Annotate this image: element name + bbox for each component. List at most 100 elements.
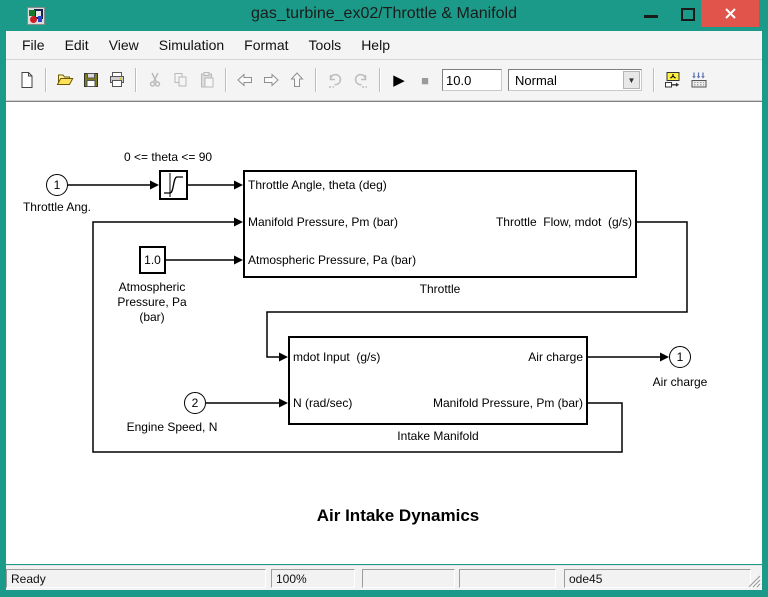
copy-icon	[174, 73, 187, 87]
stop-icon: ■	[421, 72, 429, 88]
inport-engine-speed[interactable]: 2	[184, 392, 206, 414]
saturation-block[interactable]	[159, 170, 188, 200]
library-browser-button[interactable]	[660, 67, 686, 93]
close-icon	[724, 8, 736, 19]
open-folder-icon	[56, 74, 74, 85]
paste-button	[194, 67, 220, 93]
menu-tools[interactable]: Tools	[308, 37, 342, 53]
throttle-subsystem-block[interactable]	[243, 170, 637, 278]
toolbar-separator	[135, 68, 137, 92]
cut-button	[142, 67, 168, 93]
signal-wires	[68, 180, 688, 453]
constant-value: 1.0	[144, 253, 161, 267]
statusbar-empty-panel-1	[362, 569, 455, 588]
inport-throttle-angle-label: Throttle Ang.	[22, 200, 92, 214]
simulink-icon-green-shape	[29, 10, 35, 16]
menu-format[interactable]: Format	[244, 37, 289, 53]
arrowhead	[150, 180, 159, 190]
saturation-curve-icon	[164, 173, 183, 197]
window-title: gas_turbine_ex02/Throttle & Manifold	[251, 5, 517, 22]
simulink-icon-red-shape	[30, 16, 37, 23]
print-button[interactable]	[104, 67, 130, 93]
maximize-icon	[681, 8, 695, 21]
minimize-button[interactable]	[638, 0, 664, 27]
status-message: Ready	[11, 572, 46, 586]
saturation-block-label: 0 <= theta <= 90	[123, 150, 213, 164]
arrowhead	[234, 180, 243, 190]
stop-simulation-button: ■	[412, 67, 438, 93]
new-document-icon	[21, 72, 33, 88]
intake-outport2-label: Manifold Pressure, Pm (bar)	[432, 396, 583, 410]
menu-view[interactable]: View	[108, 37, 139, 53]
new-model-button[interactable]	[14, 67, 40, 93]
redo-icon	[354, 73, 367, 88]
print-icon	[110, 72, 124, 87]
throttle-inport3-label: Atmospheric Pressure, Pa (bar)	[248, 253, 417, 267]
toolbar-separator	[379, 68, 381, 92]
up-arrow-icon	[290, 72, 304, 87]
go-back-button[interactable]	[232, 67, 258, 93]
throttle-block-name: Throttle	[419, 282, 461, 296]
model-canvas: 1 Throttle Ang. 0 <= theta <= 90 Throttl…	[6, 101, 762, 564]
inport-engine-speed-label: Engine Speed, N	[126, 420, 218, 434]
inport-number: 1	[53, 178, 61, 192]
zoom-level: 100%	[276, 572, 307, 586]
start-simulation-button[interactable]: ▶	[386, 67, 412, 93]
solver-name: ode45	[569, 572, 603, 586]
arrowhead	[279, 398, 288, 408]
throttle-inport1-label: Throttle Angle, theta (deg)	[248, 178, 387, 192]
statusbar: Ready 100% ode45	[6, 565, 762, 590]
titlebar: gas_turbine_ex02/Throttle & Manifold	[0, 0, 768, 31]
menu-file[interactable]: File	[22, 37, 45, 53]
simulink-app-icon[interactable]	[27, 7, 45, 25]
model-browser-icon	[691, 72, 707, 88]
diagram-title: Air Intake Dynamics	[316, 506, 480, 525]
outport-air-charge-label: Air charge	[652, 375, 708, 389]
simulation-stop-time-input[interactable]	[442, 69, 502, 91]
intake-block-name: Intake Manifold	[397, 429, 479, 443]
open-button[interactable]	[52, 67, 78, 93]
menu-edit[interactable]: Edit	[64, 37, 89, 53]
constant-label-line3: (bar)	[139, 310, 165, 324]
go-forward-button[interactable]	[258, 67, 284, 93]
resize-grip[interactable]	[748, 575, 761, 588]
undo-button	[322, 67, 348, 93]
simulation-mode-dropdown[interactable]: Normal ▼	[508, 69, 642, 91]
back-arrow-icon	[237, 73, 252, 87]
simulation-mode-value: Normal	[515, 72, 557, 88]
intake-inport1-label: mdot Input (g/s)	[293, 350, 381, 364]
arrowhead	[234, 217, 243, 227]
menu-simulation[interactable]: Simulation	[158, 37, 225, 53]
chevron-down-icon[interactable]: ▼	[623, 71, 640, 89]
toolbar: ▶ ■ Normal ▼	[6, 60, 762, 101]
constant-label-line1: Atmospheric	[118, 280, 186, 294]
intake-manifold-subsystem-block[interactable]	[288, 336, 588, 425]
constant-block[interactable]: 1.0	[139, 246, 166, 274]
throttle-outport-label: Throttle Flow, mdot (g/s)	[495, 215, 632, 229]
play-icon: ▶	[393, 71, 405, 89]
zoom-level-panel: 100%	[271, 569, 355, 588]
wire-mdot[interactable]	[266, 221, 688, 358]
wire-pm-feedback[interactable]	[92, 221, 623, 453]
model-browser-button[interactable]	[686, 67, 712, 93]
toolbar-separator	[45, 68, 47, 92]
close-button[interactable]	[701, 0, 759, 27]
toolbar-separator	[225, 68, 227, 92]
statusbar-empty-panel-2	[459, 569, 556, 588]
minimize-icon	[644, 15, 658, 18]
menu-help[interactable]: Help	[361, 37, 390, 53]
inport-throttle-angle[interactable]: 1	[46, 174, 68, 196]
simulink-icon-blue-shape	[38, 16, 42, 22]
constant-label-line2: Pressure, Pa	[117, 295, 187, 309]
go-up-parent-button[interactable]	[284, 67, 310, 93]
maximize-button[interactable]	[674, 0, 700, 27]
forward-arrow-icon	[264, 73, 279, 87]
toolbar-separator	[653, 68, 655, 92]
save-floppy-icon	[84, 73, 98, 87]
library-browser-icon	[665, 72, 680, 88]
outport-air-charge[interactable]: 1	[669, 346, 691, 368]
save-button[interactable]	[78, 67, 104, 93]
cut-scissors-icon	[149, 72, 161, 87]
toolbar-separator	[315, 68, 317, 92]
